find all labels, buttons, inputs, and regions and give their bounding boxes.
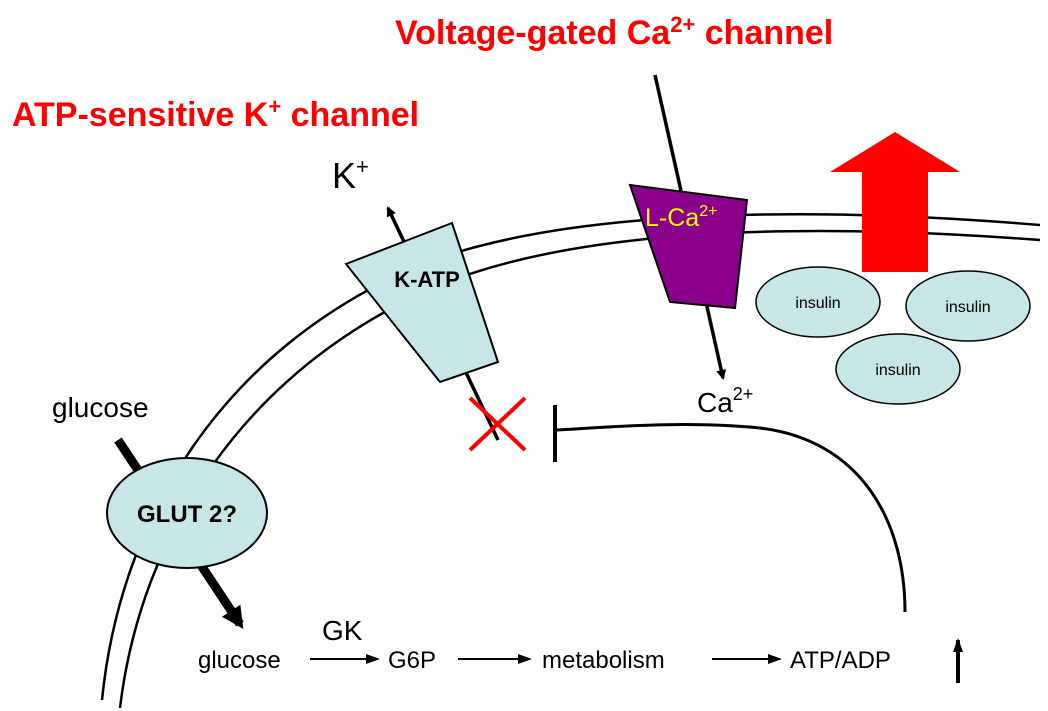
insulin-granule: [755, 266, 881, 338]
pathway-glucose: glucose: [198, 647, 281, 674]
membrane-outer-line: [100, 213, 1041, 701]
insulin-label: insulin: [795, 295, 840, 312]
k-ion-label: K+: [332, 154, 369, 196]
k-atp-label: K-ATP: [394, 267, 460, 292]
l-ca-channel: [628, 183, 749, 310]
l-ca-label: L-Ca2+: [645, 203, 717, 232]
insulin-granule: [835, 333, 961, 405]
pathway-g6p: G6P: [388, 647, 436, 674]
pathway-atp-adp: ATP/ADP: [790, 647, 891, 674]
inhibition-line: [555, 423, 907, 613]
glut2-transporter: [106, 457, 268, 569]
insulin-label: insulin: [945, 299, 990, 316]
glucose-outside-label: glucose: [52, 392, 149, 423]
voltage-gated-ca-title: Voltage-gated Ca2+ channel: [395, 12, 833, 52]
gk-enzyme-label: GK: [322, 615, 363, 646]
pathway-metabolism: metabolism: [542, 647, 665, 674]
insulin-secretion-arrow: [830, 132, 960, 272]
insulin-label: insulin: [875, 362, 920, 379]
k-atp-channel: [344, 221, 500, 384]
ca-ion-label: Ca2+: [697, 384, 753, 418]
atp-sensitive-k-title: ATP-sensitive K+ channel: [12, 94, 419, 134]
insulin-granule: [905, 270, 1031, 342]
membrane-inner-line: [118, 229, 1041, 709]
block-x-icon-stroke: [468, 396, 527, 452]
glut2-label: GLUT 2?: [137, 501, 237, 528]
